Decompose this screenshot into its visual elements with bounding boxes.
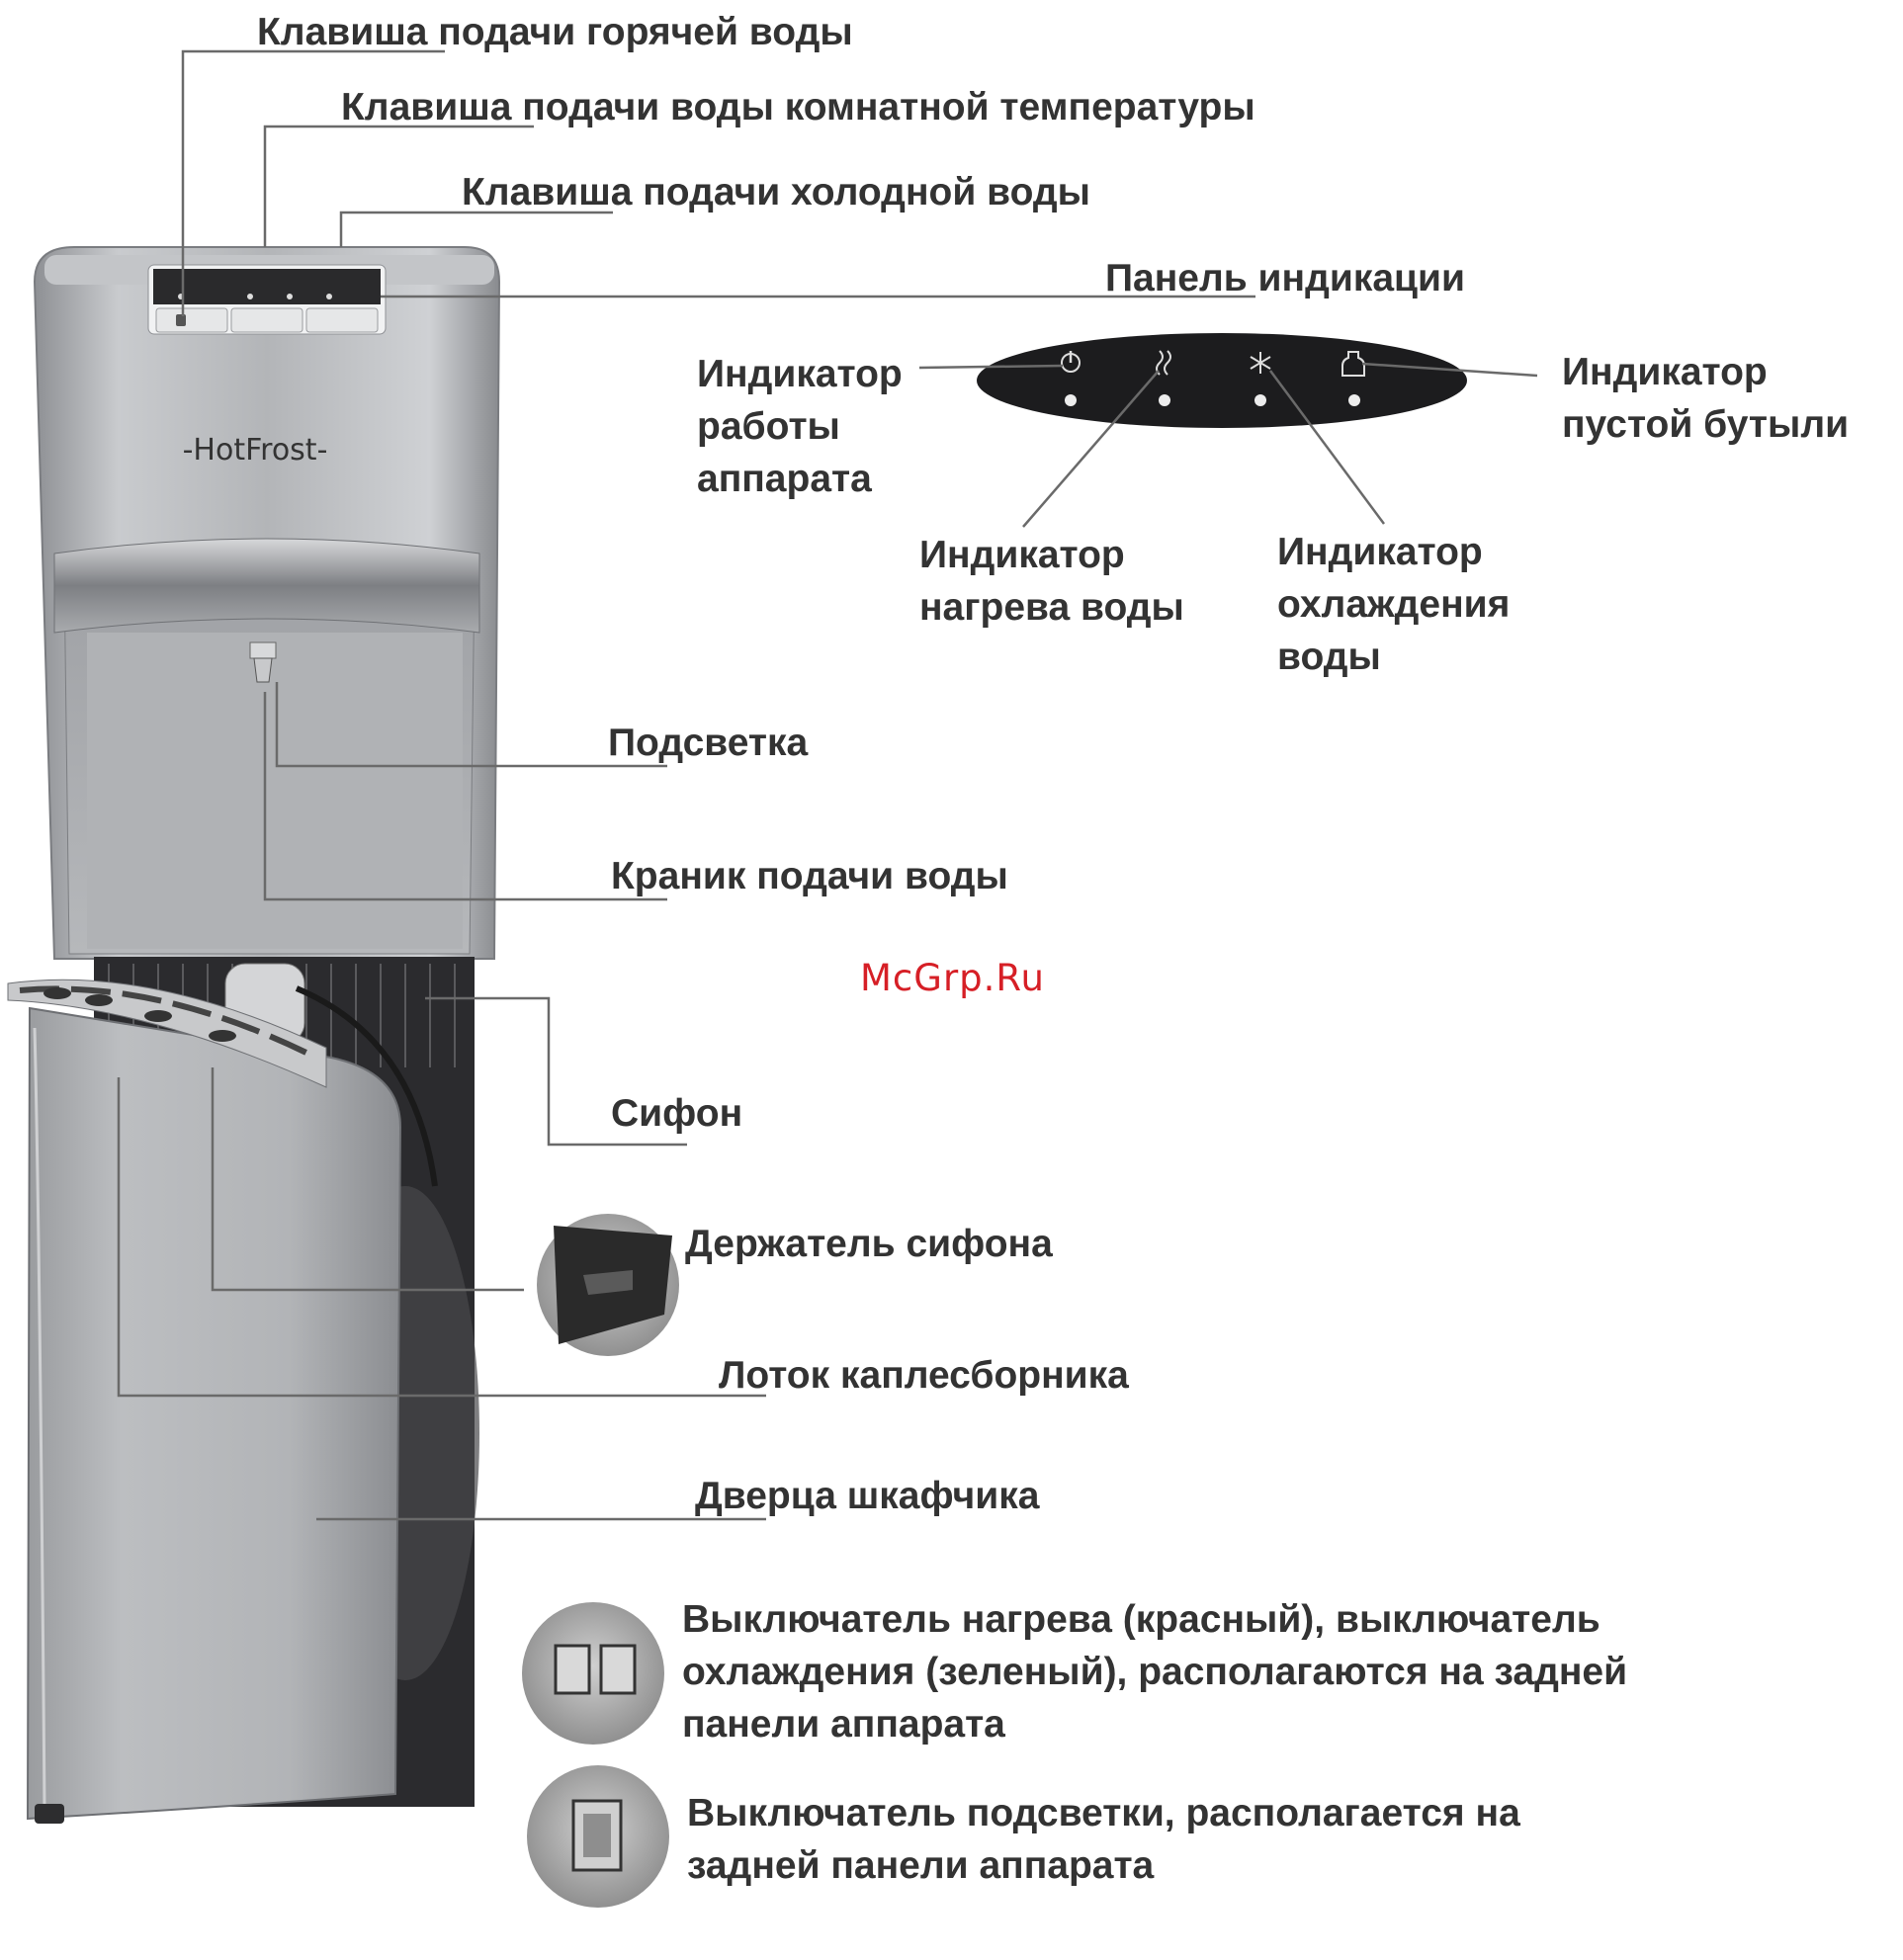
snowflake-icon (1250, 352, 1271, 374)
backlight-switch-photo (527, 1765, 669, 1908)
label-water-tap: Краник подачи воды (611, 855, 1008, 897)
leader-backlight (275, 682, 667, 768)
brand-logo: -HotFrost- (183, 433, 328, 468)
watermark: McGrp.Ru (860, 957, 1045, 999)
cooling-indicator-led (1254, 394, 1266, 406)
leader-room-key (263, 125, 534, 247)
cabinet-door (26, 1006, 402, 1824)
label-power-indicator: Индикатор работы аппарата (697, 353, 903, 500)
siphon-holder-photo (537, 1214, 679, 1356)
indicator-panel-closeup (977, 333, 1467, 428)
label-cold-water-key: Клавиша подачи холодной воды (462, 171, 1090, 213)
label-heating-indicator: Индикатор нагрева воды (919, 534, 1184, 629)
label-siphon-holder: Держатель сифона (685, 1223, 1053, 1265)
leader-heating-indicator (1022, 370, 1160, 528)
leader-power-indicator (918, 364, 1064, 370)
label-siphon: Сифон (611, 1092, 743, 1135)
label-room-temp-water-key: Клавиша подачи воды комнатной температур… (341, 86, 1255, 128)
label-empty-bottle-indicator: Индикатор пустой бутыли (1562, 351, 1850, 446)
hot-water-key[interactable] (155, 307, 228, 333)
power-icon (1061, 351, 1081, 373)
power-indicator-led (1065, 394, 1077, 406)
cold-water-key[interactable] (305, 307, 379, 333)
label-cooling-indicator: Индикатор охлаждения воды (1277, 531, 1511, 678)
leader-siphon-holder (211, 1067, 524, 1292)
leader-tap (263, 692, 667, 901)
label-cabinet-door: Дверца шкафчика (695, 1475, 1040, 1517)
water-tap (249, 641, 277, 683)
label-hot-water-key: Клавиша подачи горячей воды (257, 11, 853, 53)
room-temp-water-key[interactable] (230, 307, 303, 333)
label-backlight-switch: Выключатель подсветки, располагается на … (687, 1792, 1520, 1887)
leader-cooling-indicator (1268, 370, 1386, 525)
leader-hot-key (181, 49, 445, 316)
label-heat-cool-switch: Выключатель нагрева (красный), выключате… (682, 1598, 1628, 1746)
leader-drip-tray (117, 1077, 766, 1398)
dispensing-recess (53, 538, 480, 955)
leader-siphon (425, 996, 687, 1147)
label-drip-tray: Лоток каплесборника (719, 1354, 1129, 1397)
leader-cold-key (339, 211, 613, 247)
control-panel (147, 264, 387, 335)
label-indicator-panel: Панель индикации (1105, 257, 1465, 299)
heating-indicator-led (1159, 394, 1170, 406)
empty-bottle-indicator-led (1348, 394, 1360, 406)
bottle-icon (1341, 351, 1365, 377)
drip-tray (7, 979, 327, 1088)
leader-empty-bottle (1361, 362, 1538, 378)
label-backlight: Подсветка (608, 722, 809, 764)
heat-cool-switch-photo (522, 1602, 664, 1745)
